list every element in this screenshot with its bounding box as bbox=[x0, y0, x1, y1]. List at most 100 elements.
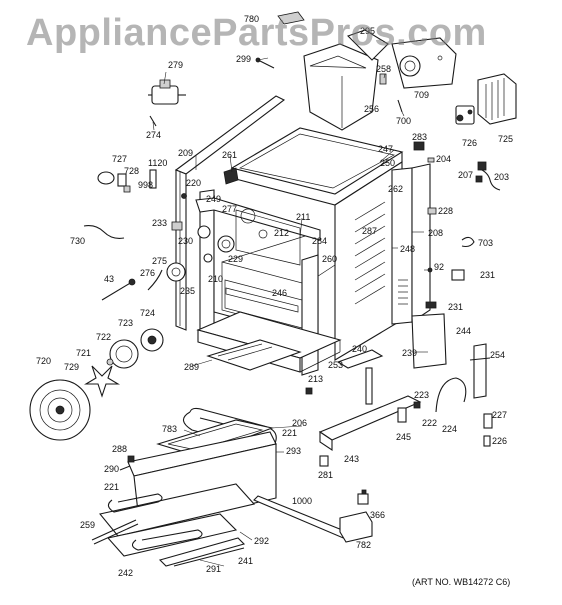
part-720-cover bbox=[29, 379, 91, 441]
callout-290: 290 bbox=[104, 464, 119, 474]
left-side-frame bbox=[174, 95, 286, 331]
callout-labels: 780 295 299 279 258 709 700 256 274 725 … bbox=[36, 14, 513, 578]
part-274-bolt bbox=[149, 115, 157, 127]
callout-253: 253 bbox=[328, 360, 343, 370]
part-245 bbox=[397, 407, 407, 423]
callout-1120: 1120 bbox=[148, 158, 167, 168]
callout-92: 92 bbox=[434, 262, 444, 272]
callout-222: 222 bbox=[422, 418, 437, 428]
callout-720: 720 bbox=[36, 356, 51, 366]
callout-274: 274 bbox=[146, 130, 161, 140]
callout-221-a: 221 bbox=[282, 428, 297, 438]
callout-291: 291 bbox=[206, 564, 221, 574]
part-1120 bbox=[149, 169, 157, 189]
callout-782: 782 bbox=[356, 540, 371, 550]
part-723-gasket bbox=[109, 339, 139, 369]
callout-229: 229 bbox=[228, 254, 243, 264]
callout-211: 211 bbox=[296, 212, 310, 222]
part-207 bbox=[475, 175, 483, 183]
callout-233: 233 bbox=[152, 218, 167, 228]
callout-212: 212 bbox=[274, 228, 289, 238]
callout-281: 281 bbox=[318, 470, 333, 480]
callout-203: 203 bbox=[494, 172, 509, 182]
callout-700: 700 bbox=[396, 116, 411, 126]
part-240-bracket bbox=[336, 349, 384, 369]
part-259-rod bbox=[91, 519, 139, 545]
part-228 bbox=[427, 207, 437, 215]
callout-258: 258 bbox=[376, 64, 391, 74]
callout-231-b: 231 bbox=[448, 302, 463, 312]
callout-284: 284 bbox=[312, 236, 327, 246]
part-223 bbox=[413, 401, 421, 409]
part-230-knob bbox=[197, 225, 211, 239]
callout-783: 783 bbox=[162, 424, 177, 434]
part-241 bbox=[173, 547, 245, 567]
part-222-wire bbox=[435, 377, 467, 413]
part-204 bbox=[427, 157, 435, 163]
callout-703: 703 bbox=[478, 238, 493, 248]
part-283 bbox=[413, 141, 425, 151]
callout-724: 724 bbox=[140, 308, 155, 318]
callout-247: 247 bbox=[378, 144, 393, 154]
callout-240: 240 bbox=[352, 344, 367, 354]
callout-709: 709 bbox=[414, 90, 429, 100]
callout-210: 210 bbox=[208, 274, 223, 284]
callout-279: 279 bbox=[168, 60, 183, 70]
part-780 bbox=[277, 11, 305, 25]
callout-262: 262 bbox=[388, 184, 403, 194]
callout-293: 293 bbox=[286, 446, 301, 456]
callout-283: 283 bbox=[412, 132, 427, 142]
part-276-wire bbox=[147, 269, 163, 291]
callout-204: 204 bbox=[436, 154, 451, 164]
part-227 bbox=[483, 413, 493, 429]
callout-276: 276 bbox=[140, 268, 155, 278]
callout-288: 288 bbox=[112, 444, 127, 454]
callout-241: 241 bbox=[238, 556, 253, 566]
callout-227: 227 bbox=[492, 410, 507, 420]
part-782-box bbox=[339, 511, 373, 543]
part-366 bbox=[357, 489, 369, 505]
callout-730: 730 bbox=[70, 236, 85, 246]
callout-220: 220 bbox=[186, 178, 201, 188]
part-226 bbox=[483, 435, 491, 447]
part-730-wire bbox=[83, 225, 125, 239]
rear-bracket bbox=[391, 37, 457, 89]
part-721-fan-blade bbox=[84, 365, 120, 398]
part-700-pin bbox=[397, 99, 403, 113]
callout-223: 223 bbox=[414, 390, 429, 400]
part-292-drawer-panel bbox=[99, 483, 256, 537]
part-261-bracket bbox=[223, 167, 239, 185]
callout-208: 208 bbox=[428, 228, 443, 238]
callout-722: 722 bbox=[96, 332, 111, 342]
callout-1000: 1000 bbox=[292, 496, 312, 506]
part-221-broil-element bbox=[107, 493, 163, 513]
part-726-switch bbox=[455, 105, 475, 125]
part-233 bbox=[171, 221, 183, 231]
part-229 bbox=[217, 235, 235, 253]
part-703-clip bbox=[461, 236, 475, 248]
part-203-wire bbox=[477, 161, 501, 191]
part-253 bbox=[365, 367, 373, 405]
part-243-rail bbox=[318, 395, 422, 452]
callout-260: 260 bbox=[322, 254, 337, 264]
right-panel-vents bbox=[398, 279, 408, 305]
vent-duct bbox=[303, 29, 389, 131]
callout-228: 228 bbox=[438, 206, 453, 216]
callout-254: 254 bbox=[490, 350, 505, 360]
part-725-block bbox=[477, 73, 517, 125]
callout-721: 721 bbox=[76, 348, 91, 358]
part-290 bbox=[119, 465, 131, 471]
part-244-panel bbox=[411, 313, 447, 369]
callout-729: 729 bbox=[64, 362, 79, 372]
callout-725: 725 bbox=[498, 134, 513, 144]
callout-245: 245 bbox=[396, 432, 411, 442]
part-279-valve bbox=[148, 79, 186, 105]
callout-998: 998 bbox=[138, 180, 153, 190]
callout-213: 213 bbox=[308, 374, 323, 384]
callout-275: 275 bbox=[152, 256, 167, 266]
side-louvers bbox=[354, 201, 386, 305]
part-998 bbox=[123, 185, 131, 193]
callout-727: 727 bbox=[112, 154, 127, 164]
callout-244: 244 bbox=[456, 326, 471, 336]
